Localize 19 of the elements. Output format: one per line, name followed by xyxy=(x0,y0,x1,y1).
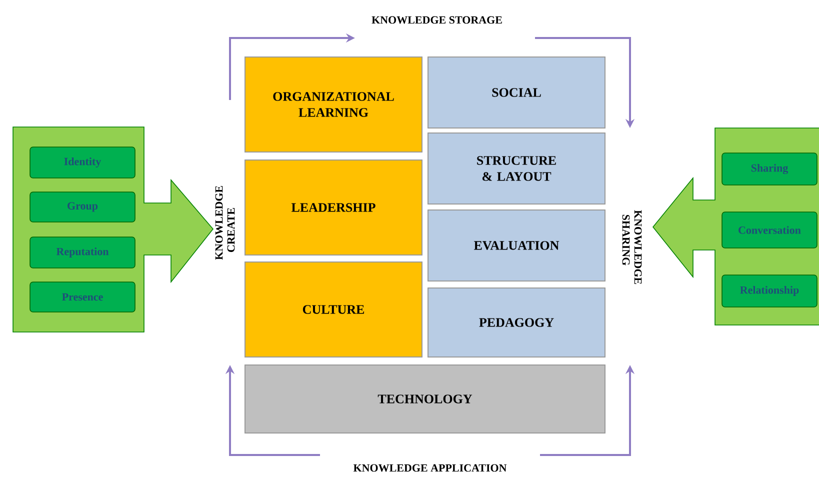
item-box: Conversation xyxy=(722,212,818,248)
axis-label: KNOWLEDGE STORAGE xyxy=(372,16,502,24)
factor-box: ORGANIZATIONAL LEARNING xyxy=(244,56,422,152)
item-box: Identity xyxy=(30,146,136,178)
technology-bar: TECHNOLOGY xyxy=(244,364,606,434)
axis-label: KNOWLEDGE CREATE xyxy=(215,186,235,260)
factor-box: CULTURE xyxy=(244,262,422,358)
item-box: Reputation xyxy=(30,236,136,268)
factor-box: STRUCTURE & LAYOUT xyxy=(428,132,606,204)
factor-box: EVALUATION xyxy=(428,210,606,282)
factor-box: PEDAGOGY xyxy=(428,288,606,358)
factor-box: LEADERSHIP xyxy=(244,160,422,256)
factor-box: SOCIAL xyxy=(428,56,606,128)
item-box: Sharing xyxy=(722,152,818,186)
item-box: Group xyxy=(30,192,136,222)
axis-label: KNOWLEDGE SHARING xyxy=(622,210,642,284)
item-box: Relationship xyxy=(722,274,818,308)
axis-label: KNOWLEDGE APPLICATION xyxy=(353,464,507,472)
item-box: Presence xyxy=(30,282,136,312)
